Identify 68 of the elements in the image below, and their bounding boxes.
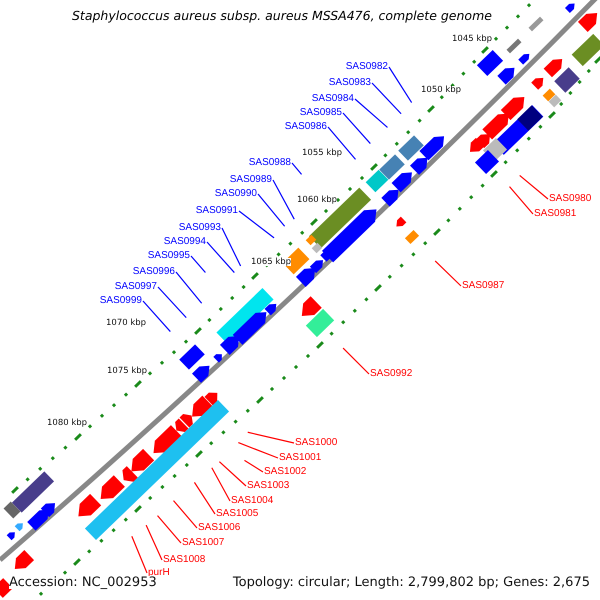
gene-label: SAS0986 [284, 122, 327, 132]
leader-line [519, 174, 548, 200]
footer-text: Topology: circular; Length: 2,799,802 bp; Genes: 2,675 [232, 576, 590, 588]
gene-label: SAS0990 [214, 189, 257, 199]
gene-label: SAS0985 [300, 108, 342, 118]
gene-label: SAS0995 [148, 251, 190, 261]
footer-text: Accession: NC_002953 [9, 576, 157, 588]
leader-line [328, 126, 356, 160]
gene-label: SAS1002 [264, 467, 306, 477]
leader-line [221, 228, 242, 266]
leader-line [244, 460, 264, 472]
gene-label: SAS0994 [164, 237, 206, 247]
gene-label: SAS0980 [549, 194, 592, 204]
scale-label: 1075 kbp [107, 366, 148, 376]
leader-line [272, 180, 295, 220]
scale-label: 1055 kbp [302, 148, 342, 158]
gene-label: SAS0982 [346, 62, 388, 72]
gene-label: SAS1005 [216, 509, 258, 519]
leader-line [218, 461, 246, 486]
leader-line [131, 536, 148, 574]
scale-label: 1045 kbp [452, 34, 492, 44]
leader-line [342, 112, 371, 144]
leader-line [509, 186, 534, 214]
leader-line [158, 286, 187, 318]
gene-label: SAS0988 [248, 158, 291, 168]
leader-line [248, 432, 294, 444]
gene-label: SAS1007 [182, 538, 224, 548]
leader-line [142, 300, 171, 332]
gene-label: SAS0997 [114, 282, 157, 292]
gene-label: SAS0984 [312, 94, 354, 104]
leader-line [292, 162, 302, 175]
gene-label: SAS0992 [370, 369, 412, 379]
leader-line [354, 98, 388, 128]
gene-label: SAS0996 [132, 267, 175, 277]
leader-line [258, 194, 286, 227]
leader-line [388, 66, 412, 103]
gene-label: SAS0991 [196, 206, 238, 216]
leader-line [194, 482, 216, 514]
scale-label: 1050 kbp [421, 86, 462, 94]
gene-label: SAS1008 [163, 555, 206, 565]
leader-line [173, 500, 198, 528]
scale-label: 1080 kbp [47, 418, 88, 428]
gene-label: SAS0993 [178, 223, 221, 233]
leader-line [211, 467, 231, 502]
gene-label: SAS0999 [100, 296, 142, 306]
gene-label: SAS0983 [328, 78, 371, 88]
gene-label: SAS1001 [279, 453, 322, 463]
leader-line [372, 82, 402, 114]
gene-label: SAS1004 [231, 496, 274, 506]
scale-label: 1060 kbp [297, 196, 338, 204]
leader-line [434, 260, 462, 286]
gene-label: SAS1000 [295, 438, 338, 448]
gene-label: SAS0989 [230, 175, 272, 185]
scale-label: 1070 kbp [106, 318, 146, 328]
leader-line [206, 242, 235, 273]
leader-line [157, 515, 182, 544]
leader-line [190, 256, 206, 273]
leader-line [238, 442, 278, 459]
leader-line [238, 210, 274, 238]
gene-label: SAS0987 [462, 281, 504, 291]
scale-label: 1065 kbp [251, 258, 292, 266]
leader-line [146, 524, 163, 560]
gene-label: SAS0981 [534, 209, 576, 219]
gene-label: SAS1006 [198, 523, 240, 533]
leader-line [176, 272, 202, 304]
leader-line [342, 348, 370, 374]
gene-label: SAS1003 [247, 481, 290, 491]
title: Staphylococcus aureus subsp. aureus MSSA476, complete genome [72, 10, 492, 22]
